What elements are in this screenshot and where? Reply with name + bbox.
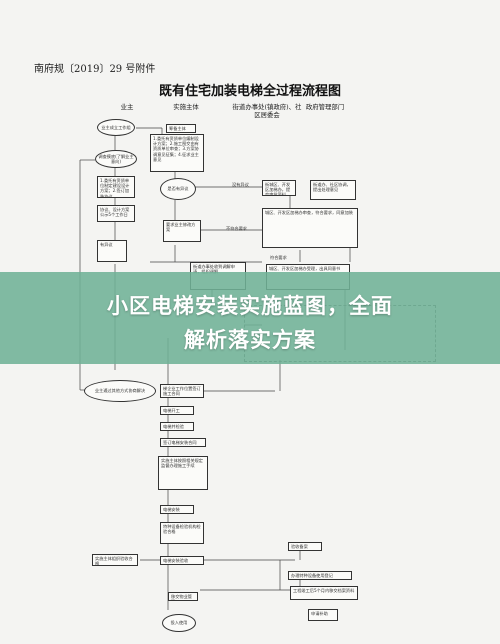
street-check-node: 街道办、社区协调，提出处理意见 <box>310 180 356 200</box>
gov-tech-node: 街城区、开发区加梯办，提交审批资料 <box>262 180 296 196</box>
not-meet-label: 不符合要求 <box>226 226 247 231</box>
check1-node: 特种设备检验机构检验合格 <box>160 522 204 544</box>
owner-start-node: 业主成立工作组 <box>97 119 135 136</box>
column-street-office: 街道办事处(镇政府)、社区居委会 <box>232 103 302 119</box>
column-owners: 业主 <box>120 103 134 111</box>
owners-dispute-node: 业主通过其他方式协商解决 <box>84 380 156 402</box>
banner-line-2: 解析落实方案 <box>184 328 316 352</box>
elevator-inspect-node: 电梯并检验 <box>160 422 194 431</box>
contract-node: 梯企业工作位置签订施工合同 <box>160 384 204 398</box>
agreement-node: 协议、设计方案公示5个工作日 <box>97 205 135 222</box>
banner-line-1: 小区电梯安装实施蓝图，全面 <box>107 294 393 318</box>
review-required-node: 有异议 <box>97 240 127 262</box>
special-detect-node: 实施主体组织验收合格 <box>92 554 138 566</box>
meet-requirement-label: 符合要求 <box>270 255 287 260</box>
document-label: 南府规〔2019〕29 号附件 <box>34 64 156 75</box>
sign-contract-node: 签订电梯安装合同 <box>160 438 206 447</box>
document-title: 既有住宅加装电梯全过程流程图 <box>158 84 341 99</box>
column-implementer: 实施主体 <box>173 103 199 111</box>
apply-subsidy-node: 申请补助 <box>308 609 338 621</box>
acceptance-node: 验收备案 <box>288 542 322 551</box>
use-reg-node: 办理特种设备使用登记 <box>288 571 352 580</box>
agree-yes-decision: 是否有异议 <box>160 178 196 200</box>
design-main-node: 1.委托有资质单位编制设计方案；2.施工图交由有资质单位审查；3.方案协调意见征… <box>150 134 204 172</box>
consult-node: 调查摸底(了解业主意向) <box>95 150 137 168</box>
handover-node: 移交物业管理 <box>168 592 198 601</box>
into-use-node: 投入使用 <box>162 614 196 632</box>
plan-advise-node: 筹备主体 <box>166 124 196 133</box>
elevator-make-node: 电梯开工 <box>160 406 194 415</box>
gov-check-node: 城区、开发区加梯办审查，符合要求，同意加装 <box>262 208 358 248</box>
install-node: 电梯安装 <box>160 505 194 514</box>
construct-node: 实施主体按照相关规定监督办理施工手续 <box>158 456 208 490</box>
property-start-node: 工程竣工后5个月内移交档案资料 <box>290 586 358 600</box>
modify-plan-node: 要求业主修改方案 <box>163 220 201 242</box>
column-gov-department: 政府管理部门 <box>305 103 345 111</box>
title-banner: 小区电梯安装实施蓝图，全面 解析落实方案 <box>0 272 500 364</box>
elevator-reg-node: 电梯安装验收 <box>160 556 204 565</box>
consult-detail-node: 1.委托有资质单位制定建设设计方案；2.签订加装协议 <box>97 176 135 198</box>
no-objection-label: 没有异议 <box>232 182 249 187</box>
